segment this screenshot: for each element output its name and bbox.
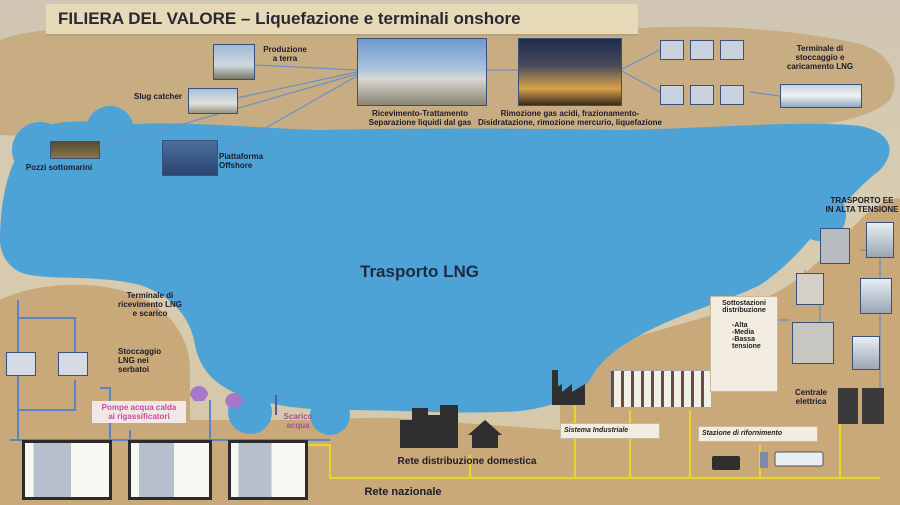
yellow-gas-network <box>305 400 880 480</box>
power-plant-icon <box>838 388 884 424</box>
tank-photo <box>720 85 744 105</box>
pompe-label: Pompe acqua calda ai rigassificatori <box>92 401 186 423</box>
piattaforma-label: Piattaforma Offshore <box>219 152 264 171</box>
pozzi-photo <box>50 141 100 159</box>
pozzi-label: Pozzi sottomarini <box>25 163 93 172</box>
storage-tank-photo <box>58 352 88 376</box>
tank-photo <box>690 40 714 60</box>
pylon-photo <box>860 278 892 314</box>
house-icon <box>468 420 502 448</box>
pump-icons <box>190 386 243 408</box>
lng-ship-photo <box>780 84 862 108</box>
rimozione-photo <box>518 38 622 106</box>
sottostazioni-box: Sottostazioni distribuzione -Alta -Media… <box>710 296 778 392</box>
tank-photo <box>660 85 684 105</box>
ricevimento-photo <box>357 38 487 106</box>
slug-catcher-photo <box>188 88 238 114</box>
page-title: FILIERA DEL VALORE – Liquefazione e term… <box>58 9 521 28</box>
tank-photo <box>720 40 744 60</box>
substation-building-photo <box>792 322 834 364</box>
terminale-ricevimento-label: Terminale di ricevimento LNG e scarico <box>117 291 182 319</box>
piattaforma-photo <box>162 140 218 176</box>
tank-photo <box>690 85 714 105</box>
stazione-label: Stazione di rifornimento <box>698 426 818 442</box>
pylon-photo <box>852 336 880 370</box>
terminale-stoccaggio-label: Terminale di stoccaggio e caricamento LN… <box>786 44 854 72</box>
title-bar: FILIERA DEL VALORE – Liquefazione e term… <box>46 4 638 36</box>
tank-photo <box>660 40 684 60</box>
substation-photo <box>796 273 824 305</box>
city-icon <box>400 405 458 448</box>
centrale-label: Centrale elettrica <box>794 388 827 407</box>
sottostazioni-label: Sottostazioni distribuzione <box>722 300 766 314</box>
bus-icon <box>712 456 740 470</box>
produzione-photo <box>213 44 255 80</box>
tensioni-label: -Alta -Media -Bassa tensione <box>732 322 761 350</box>
industry-photo <box>610 370 712 408</box>
pump-station-icon <box>760 452 768 468</box>
storage-tank-photo <box>6 352 36 376</box>
produzione-label: Produzione a terra <box>263 45 307 64</box>
trasporto-lng-label: Trasporto LNG <box>360 262 480 281</box>
truck-icon <box>774 451 824 467</box>
regasifier-screen <box>128 440 212 500</box>
trasporto-ee-label: TRASPORTO EE IN ALTA TENSIONE <box>825 196 899 215</box>
pylon-photo <box>866 222 894 258</box>
scarico-label: Scarico acqua <box>283 412 313 431</box>
transformer-photo <box>820 228 850 264</box>
rete-nazionale-label: Rete nazionale <box>364 486 442 498</box>
regasifier-screen <box>22 440 112 500</box>
rimozione-label: Rimozione gas acidi, frazionamento- Disi… <box>477 109 663 128</box>
rete-domestica-label: Rete distribuzione domestica <box>397 456 537 467</box>
scarico-pipe <box>275 395 277 415</box>
sistema-industriale-label: Sistema Industriale <box>560 423 660 439</box>
regasifier-screen <box>228 440 308 500</box>
stoccaggio-label: Stoccaggio LNG nei serbatoi <box>118 347 162 375</box>
sea-area <box>0 121 890 413</box>
slug-catcher-label: Slug catcher <box>133 92 182 101</box>
ricevimento-label: Ricevimento-Trattamento Separazione liqu… <box>368 109 472 128</box>
factory-icon <box>552 370 585 405</box>
